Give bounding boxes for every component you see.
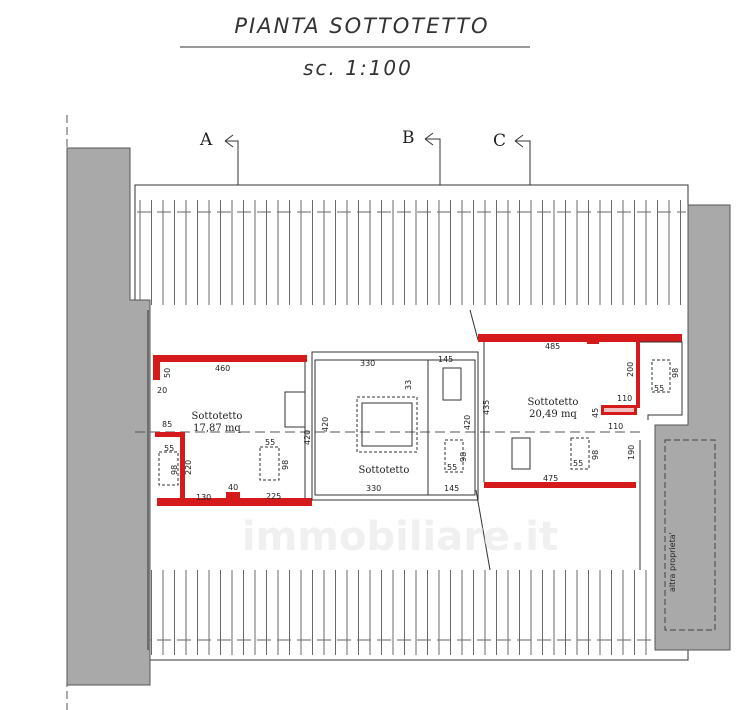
dimensions-right: 485 435 200 55 98 110 45 110 55 98 190 4… [482, 342, 680, 483]
svg-text:45: 45 [591, 408, 600, 418]
svg-text:55: 55 [265, 438, 275, 447]
svg-text:98: 98 [281, 460, 290, 470]
svg-text:20: 20 [157, 386, 167, 395]
svg-text:145: 145 [438, 355, 453, 364]
neighbour-outline [664, 439, 716, 631]
svg-text:98: 98 [459, 452, 468, 462]
plan-title: PIANTA SOTTOTETTO [234, 14, 489, 38]
svg-text:55: 55 [573, 459, 583, 468]
svg-text:145: 145 [444, 484, 459, 493]
svg-text:420: 420 [321, 417, 330, 432]
svg-text:55: 55 [447, 463, 457, 472]
svg-text:C: C [493, 131, 506, 151]
svg-text:50: 50 [163, 368, 172, 378]
svg-text:330: 330 [366, 484, 381, 493]
roof-tiles-bottom [137, 570, 652, 655]
wall-line [475, 489, 491, 571]
room-area: 17,87 mq [193, 423, 241, 434]
svg-text:435: 435 [482, 400, 491, 415]
svg-text:200: 200 [626, 362, 635, 377]
svg-text:85: 85 [162, 420, 172, 429]
svg-text:485: 485 [545, 342, 560, 351]
watermark: immobiliare.it [242, 514, 558, 560]
svg-text:225: 225 [266, 492, 281, 501]
dimensions-middle: 330 145 33 420 420 55 98 330 145 [321, 355, 472, 493]
room-right [478, 334, 683, 488]
room-label: Sottotetto [192, 411, 243, 422]
room-label: Sottotetto [528, 397, 579, 408]
svg-text:98: 98 [170, 465, 179, 475]
svg-text:33: 33 [404, 380, 413, 390]
section-marker-c: C [493, 131, 531, 185]
svg-text:40: 40 [228, 483, 238, 492]
svg-text:330: 330 [360, 359, 375, 368]
neighbour-label: altra proprieta' [668, 532, 677, 592]
wall-line [469, 309, 479, 341]
dimensions-left: 460 50 20 85 55 98 220 55 98 130 40 225 … [157, 364, 312, 502]
neighbour-building-right [654, 204, 731, 651]
room-middle [311, 351, 479, 501]
svg-text:55: 55 [164, 444, 174, 453]
svg-text:98: 98 [591, 450, 600, 460]
section-marker-a: A [199, 130, 239, 185]
svg-text:220: 220 [184, 460, 193, 475]
svg-text:A: A [199, 130, 213, 150]
svg-text:130: 130 [196, 493, 211, 502]
svg-text:190: 190 [627, 445, 636, 460]
room-area: 20,49 mq [529, 409, 577, 420]
svg-text:420: 420 [303, 430, 312, 445]
svg-text:475: 475 [543, 474, 558, 483]
room-left [153, 355, 312, 506]
svg-text:55: 55 [654, 384, 664, 393]
room-label: Sottotetto [359, 465, 410, 476]
svg-text:98: 98 [671, 368, 680, 378]
svg-text:420: 420 [463, 415, 472, 430]
plan-scale: sc. 1:100 [303, 56, 413, 80]
section-marker-b: B [402, 128, 441, 185]
svg-text:110: 110 [608, 422, 623, 431]
svg-text:B: B [402, 128, 415, 148]
svg-text:110: 110 [617, 394, 632, 403]
svg-text:460: 460 [215, 364, 230, 373]
roof-tiles-top [137, 200, 686, 305]
